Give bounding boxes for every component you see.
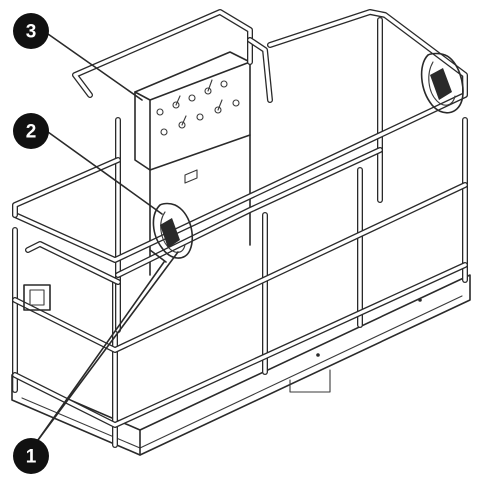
callout-1-label: 1 (26, 447, 37, 468)
gate-latch (23, 284, 51, 311)
top-guardrail (12, 9, 468, 263)
callout-3-label: 3 (26, 22, 37, 43)
mid-guardrail (12, 147, 468, 353)
callout-3: 3 (13, 13, 49, 49)
leader-line-1a (37, 261, 165, 441)
control-box-handle (72, 9, 273, 103)
leader-line-2 (47, 131, 163, 215)
guardrail-posts (12, 17, 468, 448)
callout-1-badge (13, 438, 49, 474)
control-box (134, 51, 251, 276)
control-switches (156, 79, 240, 136)
leader-line-1b (37, 251, 179, 441)
lower-guardrail (12, 262, 468, 428)
callout-2: 2 (13, 113, 49, 149)
leader-line-3 (47, 33, 143, 101)
lanyard-anchor-rear (420, 52, 464, 114)
callout-2-label: 2 (26, 122, 37, 143)
callout-1: 1 (13, 438, 49, 474)
leader-lines (37, 33, 179, 441)
lanyard-anchor-front (149, 202, 194, 263)
callout-3-badge (13, 13, 49, 49)
callout-2-badge (13, 113, 49, 149)
